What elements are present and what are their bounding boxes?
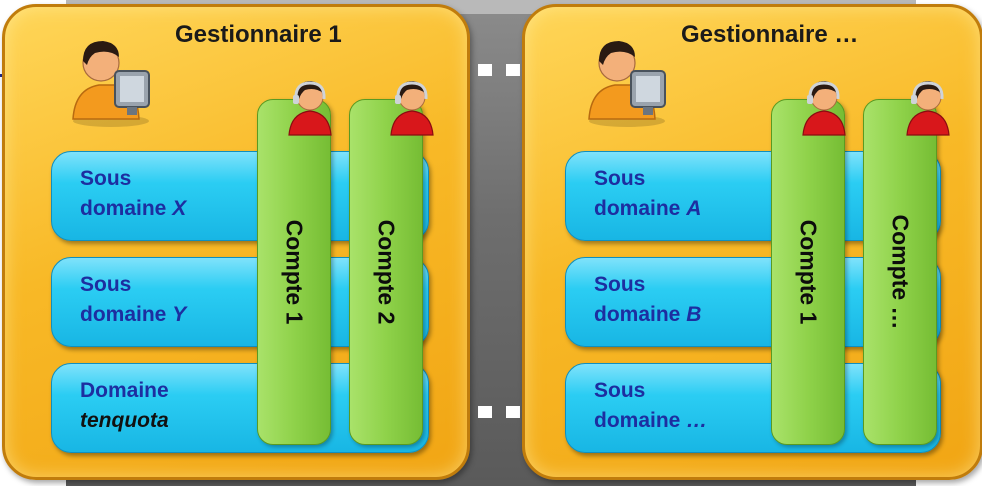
- panel-title: Gestionnaire …: [681, 21, 859, 48]
- bar-label-line1: Sous: [80, 167, 132, 190]
- manager-at-computer-icon: [588, 41, 666, 127]
- user-headset-icon: [906, 81, 950, 136]
- manager-at-computer-icon: [72, 41, 150, 127]
- bar-label-line1: Domaine: [80, 379, 169, 402]
- bar-label-prefix: domaine: [594, 197, 687, 220]
- column-label: Compte 1: [281, 219, 308, 325]
- user-headset-icon: [390, 81, 434, 136]
- manager-panel-1: Gestionnaire 1 Sous domaine X Sous domai…: [2, 4, 470, 480]
- column-label: Compte …: [887, 214, 914, 330]
- bar-label-line1: Sous: [80, 273, 132, 296]
- column-account-1: Compte 1: [771, 99, 845, 445]
- bar-label-line1: Sous: [594, 379, 646, 402]
- column-account-more: Compte …: [863, 99, 937, 445]
- bar-label-var: X: [172, 197, 187, 220]
- user-headset-icon: [802, 81, 846, 136]
- bar-label-prefix: domaine: [594, 409, 687, 432]
- bar-label-var: Y: [172, 303, 187, 326]
- bar-label-prefix: domaine: [594, 303, 687, 326]
- bar-label-line1: Sous: [594, 167, 646, 190]
- bar-label-line1: Sous: [594, 273, 646, 296]
- column-label: Compte 1: [795, 219, 822, 325]
- manager-panel-2: Gestionnaire … Sous domaine A Sous domai…: [522, 4, 982, 480]
- bar-label-var: …: [686, 409, 708, 432]
- panel-title: Gestionnaire 1: [175, 21, 342, 48]
- bar-label-prefix: domaine: [80, 197, 173, 220]
- bar-label-var: B: [686, 303, 702, 326]
- column-label: Compte 2: [373, 219, 400, 325]
- bar-label-prefix: domaine: [80, 303, 173, 326]
- bar-label-var: tenquota: [80, 409, 169, 432]
- bar-label-var: A: [686, 197, 702, 220]
- column-account-2: Compte 2: [349, 99, 423, 445]
- user-headset-icon: [288, 81, 332, 136]
- column-account-1: Compte 1: [257, 99, 331, 445]
